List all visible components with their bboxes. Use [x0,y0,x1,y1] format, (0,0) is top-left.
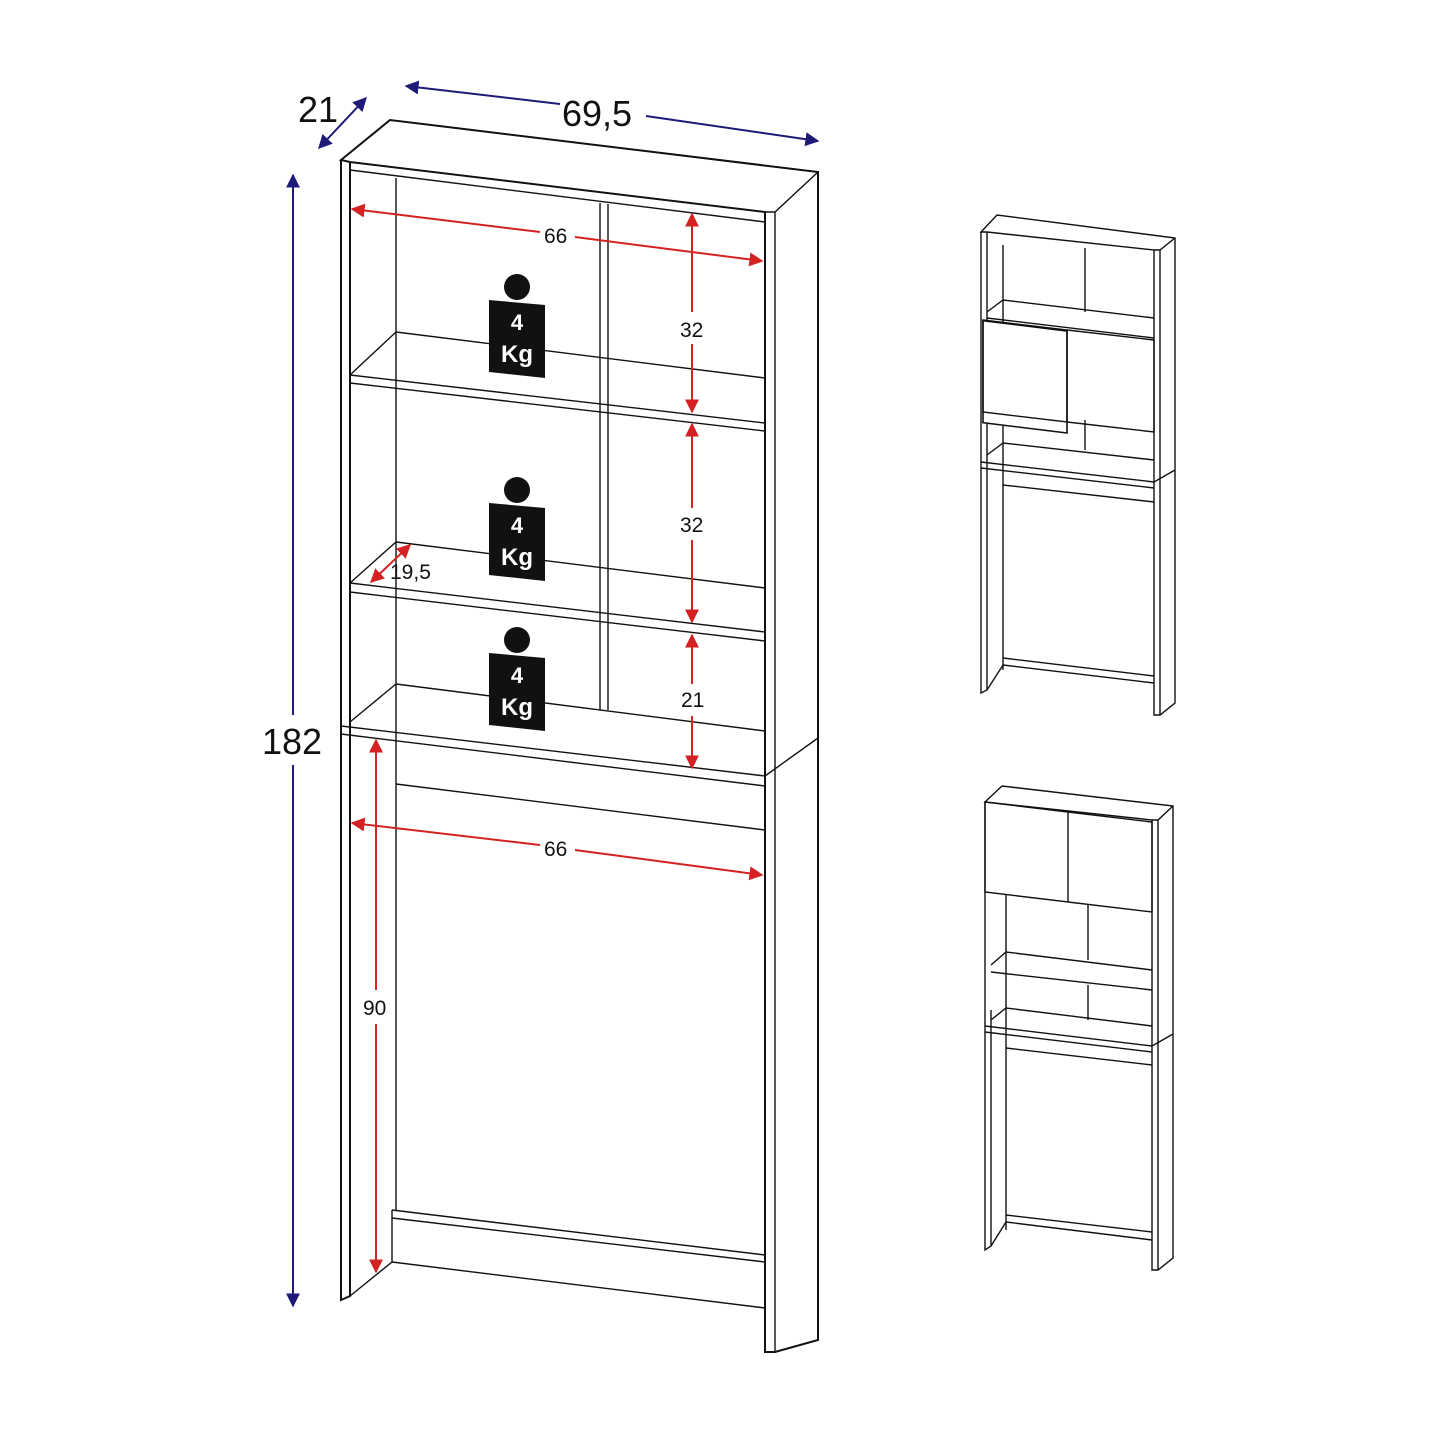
width-label: 69,5 [562,93,632,134]
shelf-height-3-label: 21 [681,689,704,712]
main-cabinet [338,118,819,1353]
inner-dimensions: 66 32 32 21 19,5 66 90 [350,203,764,1274]
weight-badge: 4 Kg [489,627,545,731]
svg-text:Kg: Kg [501,544,533,571]
svg-text:4: 4 [511,513,524,538]
variant-doors-top [983,785,1174,1271]
shelf-height-2-label: 32 [680,514,703,537]
height-label: 182 [262,721,322,762]
bottom-clearance-label: 90 [363,997,386,1020]
shelf-height-1-label: 32 [680,319,703,342]
svg-text:Kg: Kg [501,341,533,368]
depth-arrow [318,96,367,150]
svg-text:Kg: Kg [501,694,533,721]
outer-dimensions: 21 69,5 182 [262,80,820,1308]
variant-doors-middle [979,214,1176,716]
width-arrow-right [645,115,820,147]
svg-text:4: 4 [511,310,524,335]
weight-badge: 4 Kg [489,477,545,581]
weight-badge: 4 Kg [489,274,545,378]
inner-width-top-label: 66 [544,225,567,248]
depth-label: 21 [298,89,338,130]
width-arrow-left [404,80,561,105]
svg-text:4: 4 [511,663,524,688]
inner-width-bottom-label: 66 [544,838,567,861]
shelf-depth-label: 19,5 [390,561,431,584]
